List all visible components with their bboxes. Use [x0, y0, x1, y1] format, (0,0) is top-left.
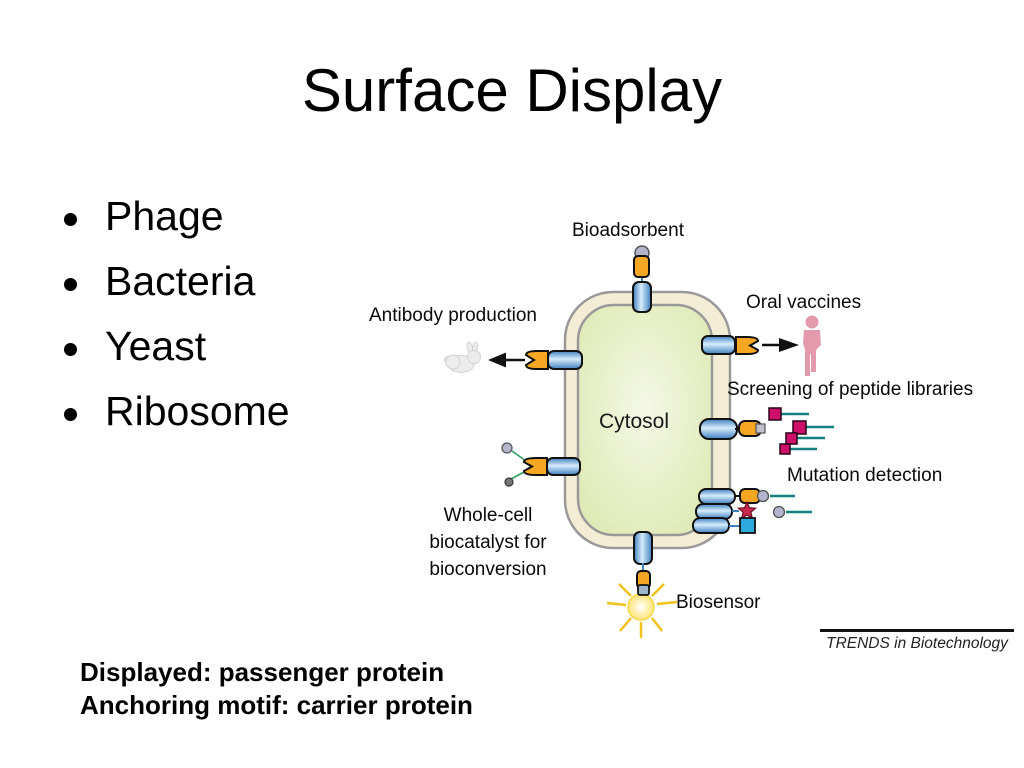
label-oral-vaccines: Oral vaccines: [746, 292, 862, 313]
anchor-protein-icon: [546, 457, 581, 476]
anchor-protein-icon: [547, 350, 583, 370]
bullet-label: Ribosome: [105, 388, 290, 434]
passenger-protein-icon: [524, 350, 549, 370]
square-analyte-icon: [739, 517, 756, 534]
label-screening: Screening of peptide libraries: [727, 379, 974, 400]
rabbit-icon: [444, 341, 481, 373]
bullet-icon: [64, 213, 77, 226]
screening-group: [699, 407, 834, 455]
list-item: Bacteria: [58, 249, 290, 314]
footer-line: Displayed: passenger protein: [80, 657, 445, 687]
anchor-protein-icon: [695, 503, 733, 520]
label-cytosol: Cytosol: [599, 410, 670, 433]
list-item: Ribosome: [58, 379, 290, 444]
bullet-icon: [64, 278, 77, 291]
attribution-text: TRENDS in Biotechnology: [820, 629, 1014, 653]
bioadsorbent-protein-icon: [632, 245, 652, 313]
antibody-production-group: [444, 341, 583, 373]
anchor-protein-icon: [633, 531, 653, 565]
bullet-list: Phage Bacteria Yeast Ribosome: [58, 184, 290, 444]
sun-icon: [606, 583, 678, 638]
bullet-icon: [64, 408, 77, 421]
arrow-icon: [488, 352, 506, 368]
bullet-label: Yeast: [105, 323, 207, 369]
footer-line: Anchoring motif: carrier protein: [80, 690, 473, 720]
bullet-label: Phage: [105, 193, 224, 239]
passenger-protein-icon: [522, 457, 548, 476]
label-antibody-production: Antibody production: [369, 305, 537, 326]
phage-particle-icon: [781, 412, 834, 451]
oral-vaccines-group: [701, 315, 821, 376]
anchor-protein-icon: [699, 418, 738, 440]
anchor-protein-icon: [698, 488, 736, 505]
list-item: Yeast: [58, 314, 290, 379]
bullet-label: Bacteria: [105, 258, 256, 304]
biocatalyst-group: [501, 442, 581, 487]
footer-notes: Displayed: passenger protein Anchoring m…: [80, 656, 473, 722]
star-analyte-icon: [736, 500, 758, 520]
anchor-protein-icon: [692, 517, 730, 534]
label-mutation-detection: Mutation detection: [787, 465, 943, 486]
page-title: Surface Display: [301, 57, 723, 124]
biosensor-group: [606, 531, 678, 638]
anchor-protein-icon: [701, 335, 736, 355]
label-whole-cell-biocatalyst: Whole-cell biocatalyst for bioconversion: [429, 505, 547, 580]
label-biosensor: Biosensor: [676, 592, 761, 613]
anchor-protein-icon: [632, 281, 652, 313]
passenger-protein-icon: [633, 255, 650, 278]
mutation-detection-group: [692, 488, 812, 534]
person-icon: [803, 315, 821, 376]
bullet-icon: [64, 343, 77, 356]
passenger-protein-icon: [735, 336, 760, 355]
arrow-icon: [779, 338, 799, 352]
label-bioadsorbent: Bioadsorbent: [572, 220, 684, 241]
list-item: Phage: [58, 184, 290, 249]
